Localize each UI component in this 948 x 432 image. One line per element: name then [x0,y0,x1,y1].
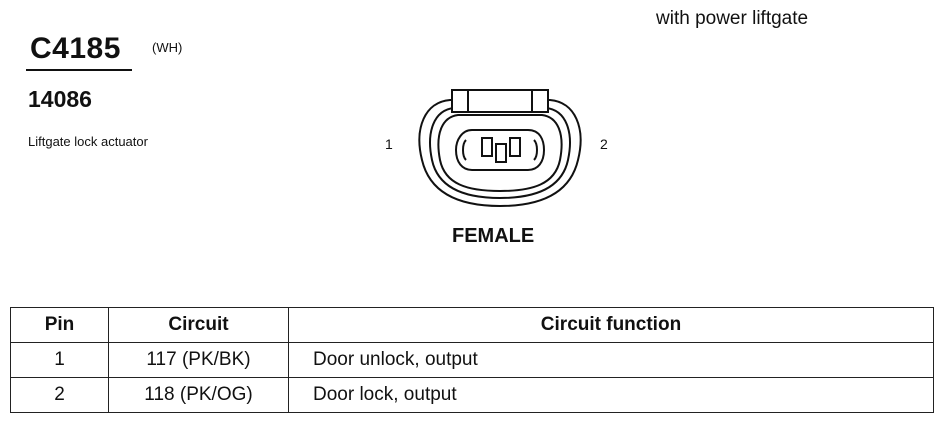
connector-housing-inner-outline [429,107,571,200]
terminal-pin-2 [509,137,521,157]
header-circuit: Circuit [108,307,289,343]
connector-latch-tab [451,89,549,113]
terminal-key [495,143,507,163]
cell-circuit-function: Door unlock, output [288,342,934,378]
cell-pin: 1 [10,342,109,378]
connector-color-code: (WH) [152,40,183,55]
component-description: Liftgate lock actuator [28,134,148,149]
part-number: 14086 [28,86,92,112]
connector-code: C4185 [30,32,121,65]
terminal-cavity [454,129,546,171]
connector-code-underline [26,69,132,71]
connector-gender-label: FEMALE [452,225,535,247]
header-circuit-function: Circuit function [288,307,934,343]
pin-1-label: 1 [385,136,393,152]
pinout-table: Pin Circuit Circuit function 1 117 (PK/B… [10,307,934,413]
cell-circuit-function: Door lock, output [288,377,934,413]
cavity-right-bracket [533,139,538,161]
pin-2-label: 2 [600,136,608,152]
table-row: 1 117 (PK/BK) Door unlock, output [10,342,934,378]
header-pin: Pin [10,307,109,343]
cell-pin: 2 [10,377,109,413]
applicability-note: with power liftgate [656,8,809,29]
connector-housing-groove [437,114,563,193]
table-header-row: Pin Circuit Circuit function [10,307,934,343]
cell-circuit: 118 (PK/OG) [108,377,289,413]
cell-circuit: 117 (PK/BK) [108,342,289,378]
table-row: 2 118 (PK/OG) Door lock, output [10,377,934,413]
connector-face-diagram [418,89,582,208]
cavity-left-bracket [462,139,467,161]
connector-housing-outline [418,99,582,208]
terminal-pin-1 [481,137,493,157]
